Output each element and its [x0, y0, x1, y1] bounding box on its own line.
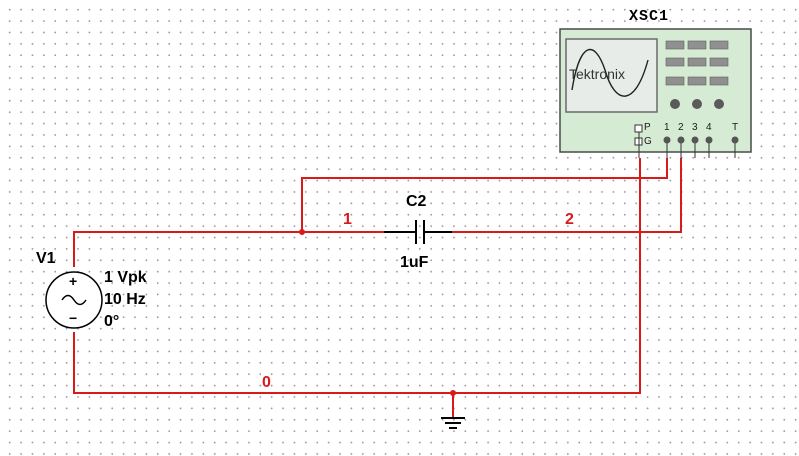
source-minus-sign: − [69, 310, 78, 326]
capacitor-value: 1uF [400, 254, 429, 271]
net-label-0: 0 [262, 374, 271, 391]
screen-waveform [571, 48, 649, 97]
channel-terminal-dots[interactable] [663, 136, 739, 144]
junction-net0 [450, 390, 456, 396]
net-label-1: 1 [343, 211, 352, 228]
ground-icon[interactable] [441, 417, 465, 429]
oscilloscope-knobs [670, 99, 724, 109]
capacitor-c2[interactable] [384, 220, 452, 244]
wires [73, 158, 682, 418]
wire-net2-to-channel2[interactable] [452, 158, 682, 233]
probe-p-terminal[interactable] [634, 124, 643, 133]
probe-label-g: G [644, 136, 652, 147]
channel-label-3: 3 [692, 122, 698, 133]
junction-net1 [299, 229, 305, 235]
source-phase: 0° [104, 313, 120, 330]
oscilloscope-screen [565, 38, 658, 113]
oscilloscope-refdes: XSC1 [629, 8, 670, 25]
wire-net0-ground[interactable] [73, 158, 641, 394]
net-label-2: 2 [565, 211, 574, 228]
wire-net1-source[interactable] [73, 231, 384, 267]
channel-label-1: 1 [664, 122, 670, 133]
wire-net1-to-channel1[interactable] [301, 158, 668, 232]
oscilloscope-buttons [665, 40, 729, 86]
capacitor-refdes: C2 [406, 193, 427, 210]
channel-label-t: T [732, 122, 739, 133]
probe-label-p: P [644, 122, 651, 133]
source-refdes: V1 [36, 250, 56, 267]
oscilloscope-xsc1[interactable] [559, 28, 752, 158]
ac-voltage-source-v1[interactable] [45, 271, 103, 329]
channel-label-4: 4 [706, 122, 712, 133]
oscilloscope-brand: Tektronix [569, 66, 626, 82]
source-frequency: 10 Hz [104, 291, 146, 308]
sine-wave-icon [61, 294, 87, 306]
source-amplitude: 1 Vpk [104, 269, 147, 286]
channel-label-2: 2 [678, 122, 684, 133]
source-plus-sign: + [69, 273, 78, 289]
